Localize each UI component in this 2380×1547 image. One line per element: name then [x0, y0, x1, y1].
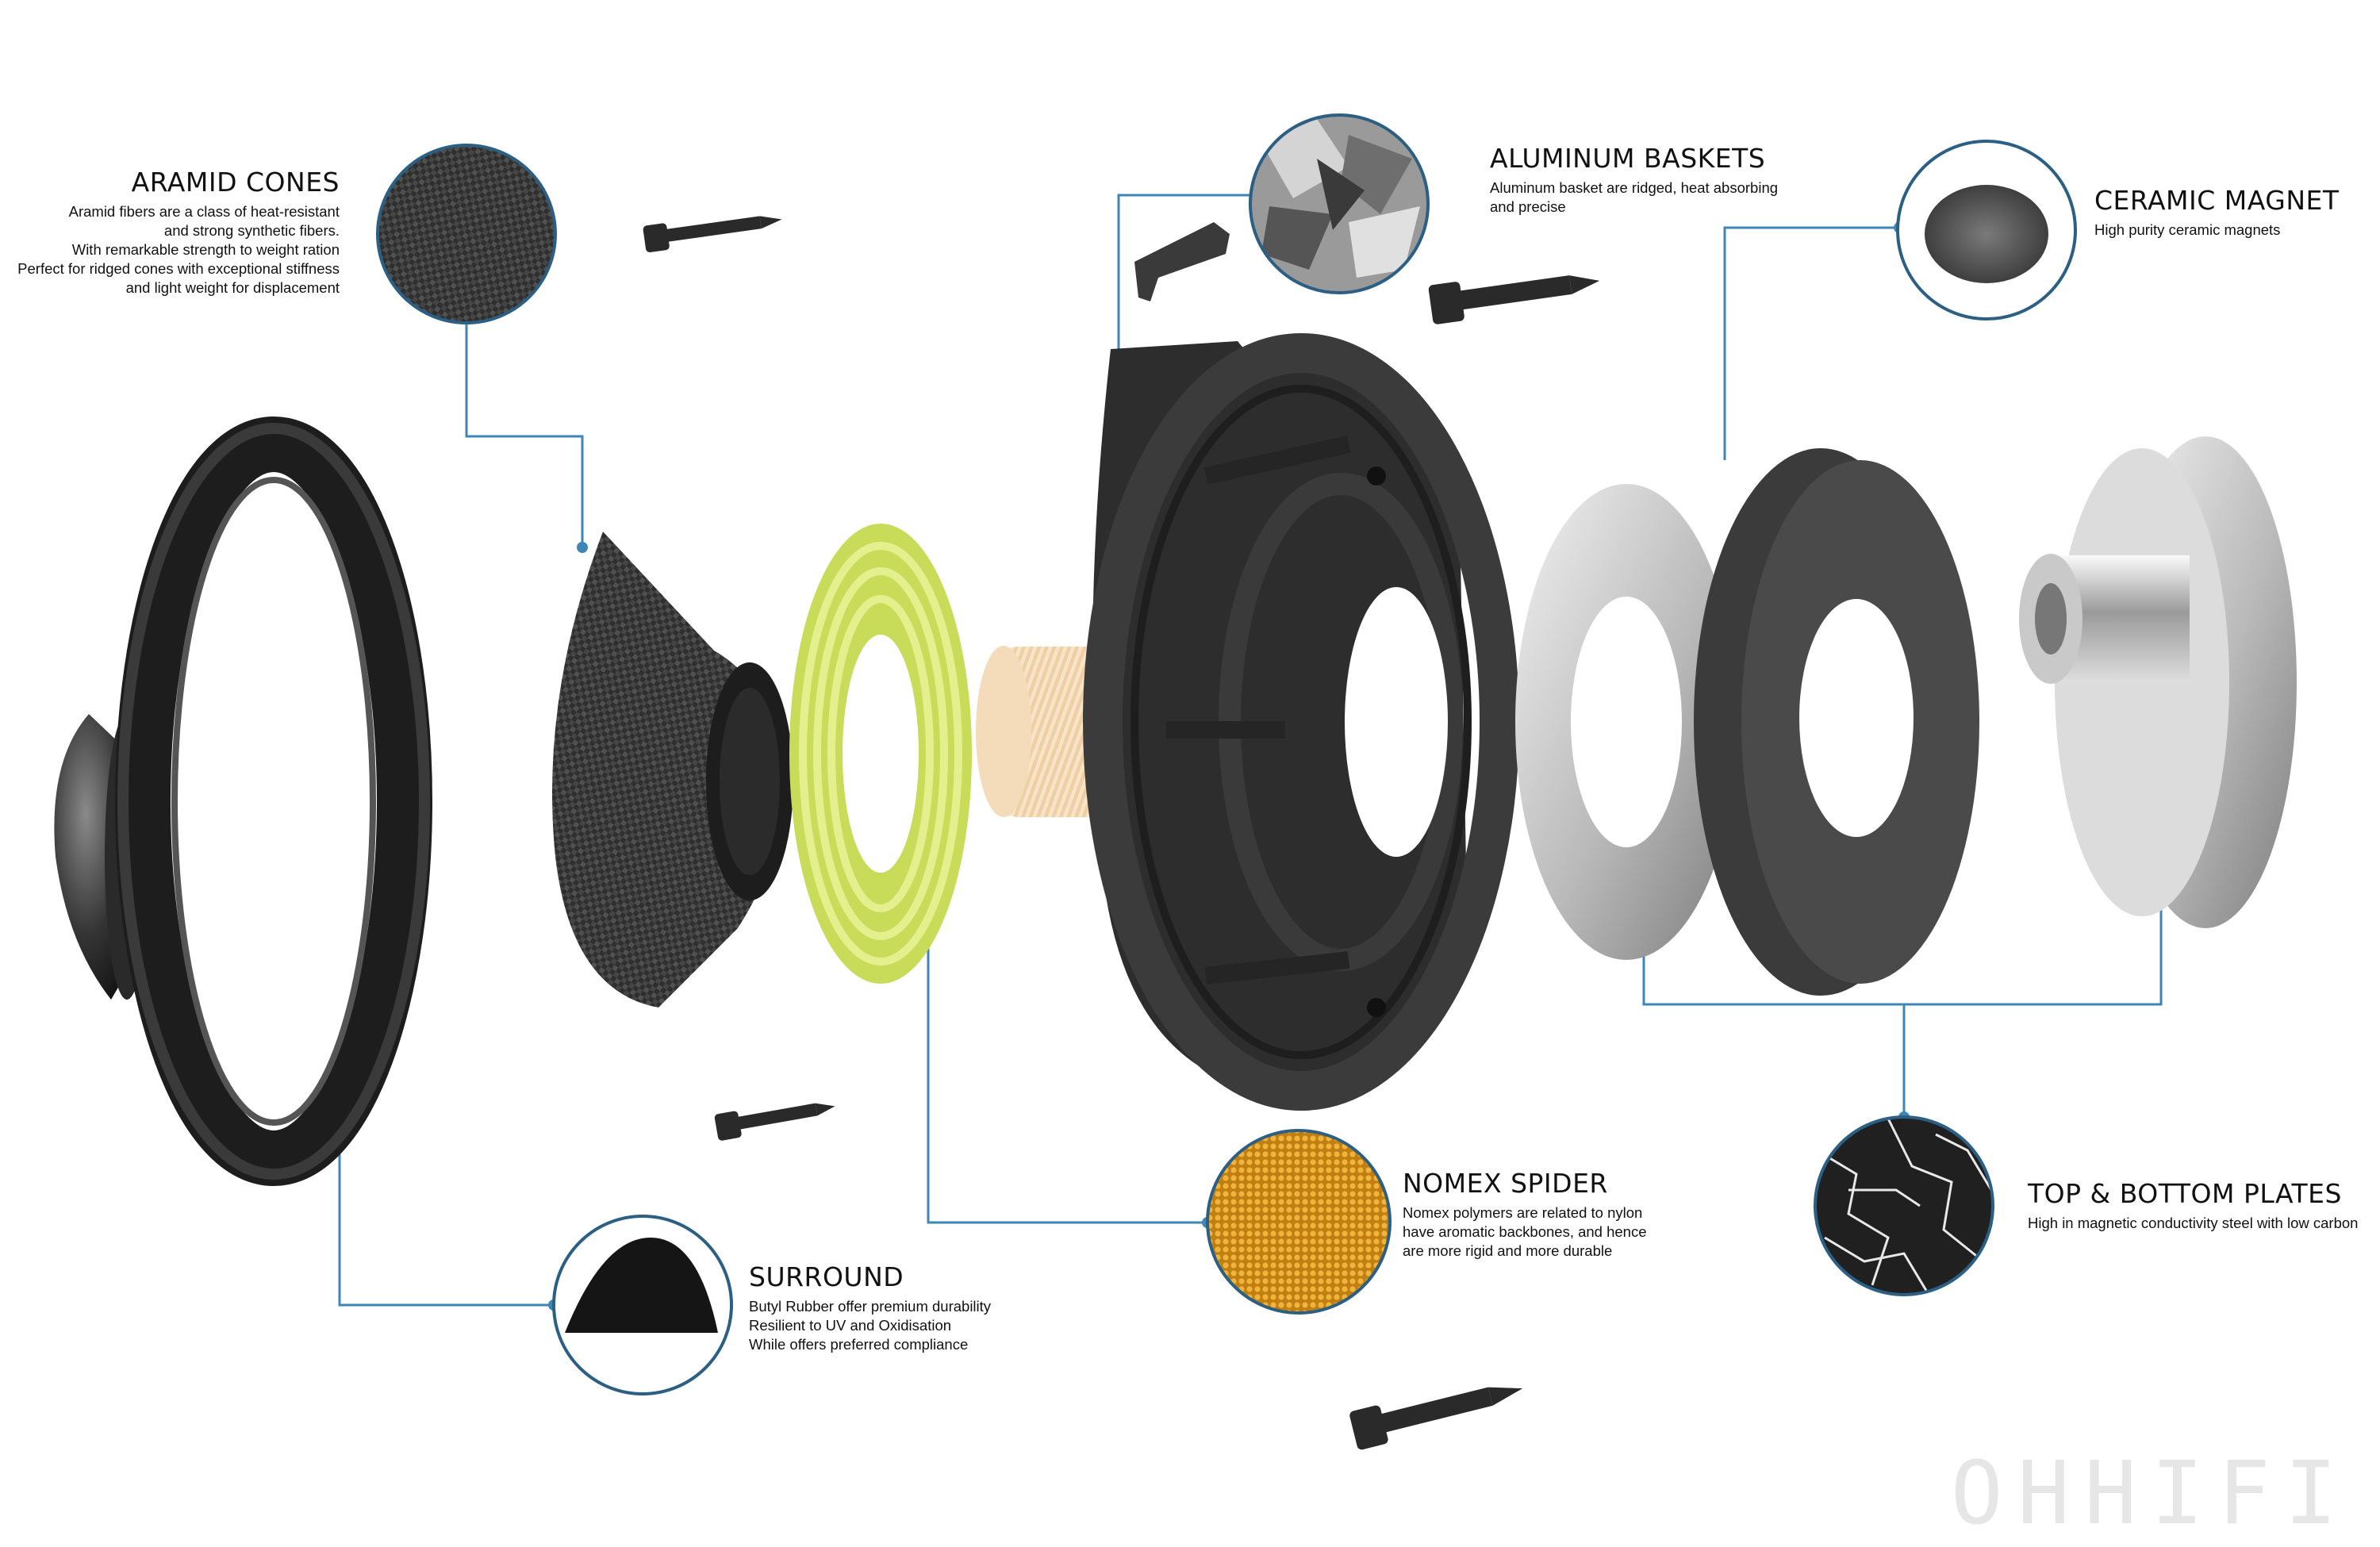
aramid-line: Perfect for ridged cones with exceptiona… [17, 260, 340, 277]
top-plate [1515, 484, 1737, 960]
aramid-title: ARAMID CONES [131, 167, 340, 198]
nomex-line: Nomex polymers are related to nylon [1403, 1204, 1643, 1221]
aluminum-line: Aluminum basket are ridged, heat absorbi… [1490, 179, 1779, 196]
ceramic-title: CERAMIC MAGNET [2094, 185, 2340, 216]
surround-title: SURROUND [749, 1261, 904, 1292]
label-ceramic-magnet: CERAMIC MAGNET High purity ceramic magne… [2094, 185, 2340, 240]
sample-plates [1814, 1115, 1994, 1296]
ceramic-line: High purity ceramic magnets [2094, 221, 2281, 238]
ceramic-magnet [1694, 448, 1979, 996]
aramid-line: and strong synthetic fibers. [163, 222, 340, 239]
aramid-line: With remarkable strength to weight ratio… [71, 241, 340, 258]
surround-line: While offers preferred compliance [749, 1336, 969, 1353]
sample-aluminum [1249, 113, 1430, 294]
label-aramid-cones: ARAMID CONES Aramid fibers are a class o… [17, 167, 340, 298]
bottom-plate [2019, 436, 2297, 928]
nomex-line: are more rigid and more durable [1403, 1242, 1613, 1259]
surround-ring [115, 416, 432, 1186]
label-nomex-spider: NOMEX SPIDER Nomex polymers are related … [1403, 1168, 1647, 1261]
spider-foam [789, 524, 972, 984]
nomex-title: NOMEX SPIDER [1403, 1168, 1608, 1199]
surround-line: Butyl Rubber offer premium durability [749, 1298, 992, 1315]
sample-ceramic [1896, 140, 2077, 321]
label-aluminum-baskets: ALUMINUM BASKETS Aluminum basket are rid… [1490, 143, 1778, 217]
nomex-line: have aromatic backbones, and hence [1403, 1223, 1647, 1240]
sample-aramid [376, 144, 557, 324]
brand-watermark: OHHIFI [1950, 1442, 2351, 1544]
aramid-cone [552, 532, 793, 1008]
aluminum-title: ALUMINUM BASKETS [1490, 143, 1766, 174]
aluminum-line: and precise [1490, 198, 1566, 215]
plates-title: TOP & BOTTOM PLATES [2028, 1178, 2342, 1209]
screws [643, 216, 1600, 1450]
sample-nomex [1206, 1129, 1392, 1315]
aramid-line: Aramid fibers are a class of heat-resist… [68, 203, 340, 220]
surround-line: Resilient to UV and Oxidisation [749, 1317, 952, 1334]
label-top-bottom-plates: TOP & BOTTOM PLATES High in magnetic con… [2028, 1178, 2358, 1233]
aramid-line: and light weight for displacement [125, 279, 340, 296]
sample-surround [552, 1215, 733, 1395]
aluminum-basket [1083, 333, 1519, 1111]
label-surround: SURROUND Butyl Rubber offer premium dura… [749, 1261, 991, 1354]
plates-line: High in magnetic conductivity steel with… [2028, 1215, 2359, 1231]
